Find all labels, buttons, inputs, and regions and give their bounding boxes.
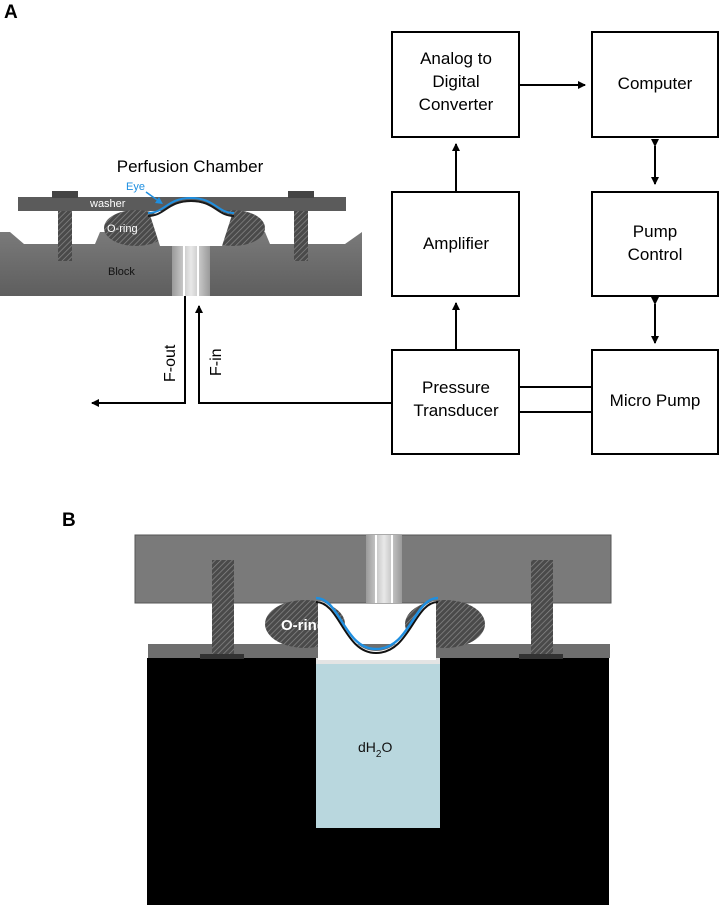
panel-label-b: B [62,510,76,531]
flow-out-label: F-out [162,344,179,382]
pump-control-label-line1: Pump [633,222,677,241]
b-eye-cornea-fill [318,601,436,660]
adc-label-line1: Analog to [420,49,492,68]
pressure-transducer-box [391,349,520,455]
oring-label: O-ring [107,223,138,235]
pressure-transducer-label-line1: Pressure [422,378,490,397]
screw-right [288,191,314,261]
pump-control-label-line2: Control [628,245,683,264]
eye-cornea-fill [150,202,232,246]
block-diagram: Analog to Digital Converter Computer Amp… [391,31,719,455]
screw-left [52,191,78,261]
flow-lines: F-out F-in [91,296,392,407]
b-water-chamber [316,662,440,828]
pressure-transducer-label-line2: Transducer [413,401,499,420]
adc-label-line2: Digital [432,72,479,91]
perfusion-chamber-title: Perfusion Chamber [117,157,264,176]
perfusion-chamber-b: dH2O O-ring [134,534,612,905]
computer-box [591,31,719,138]
eye-cornea-outline [147,199,235,217]
eye-label: Eye [126,181,145,193]
micro-pump-box [591,349,719,455]
computer-label: Computer [618,74,693,93]
water-label: dH2O [358,739,392,760]
pump-control-box [591,191,719,297]
b-water-chamber-rim [316,658,440,664]
perfusion-chamber-a: Perfusion Chamber Block washer O-ring Ey… [0,157,362,296]
eye-pointer-head [155,197,163,204]
micro-pump-label: Micro Pump [610,391,701,410]
eye-membrane [147,196,235,214]
flow-in-line [195,305,392,404]
washer-label: washer [89,198,126,210]
b-central-bore [366,535,402,603]
amplifier-box [391,191,520,297]
block-label: Block [108,266,135,278]
panel-label-a: A [4,2,18,23]
flow-in-label: F-in [208,348,225,376]
adc-label-line3: Converter [419,95,494,114]
amplifier-label: Amplifier [423,234,489,253]
adc-box [391,31,520,138]
b-eye-cornea-outline [315,601,439,655]
b-oring-label: O-ring [281,617,326,634]
b-screw-left [200,560,244,659]
b-eye-membrane [315,596,439,651]
b-screw-right [519,560,563,659]
flow-out-line [91,296,186,407]
